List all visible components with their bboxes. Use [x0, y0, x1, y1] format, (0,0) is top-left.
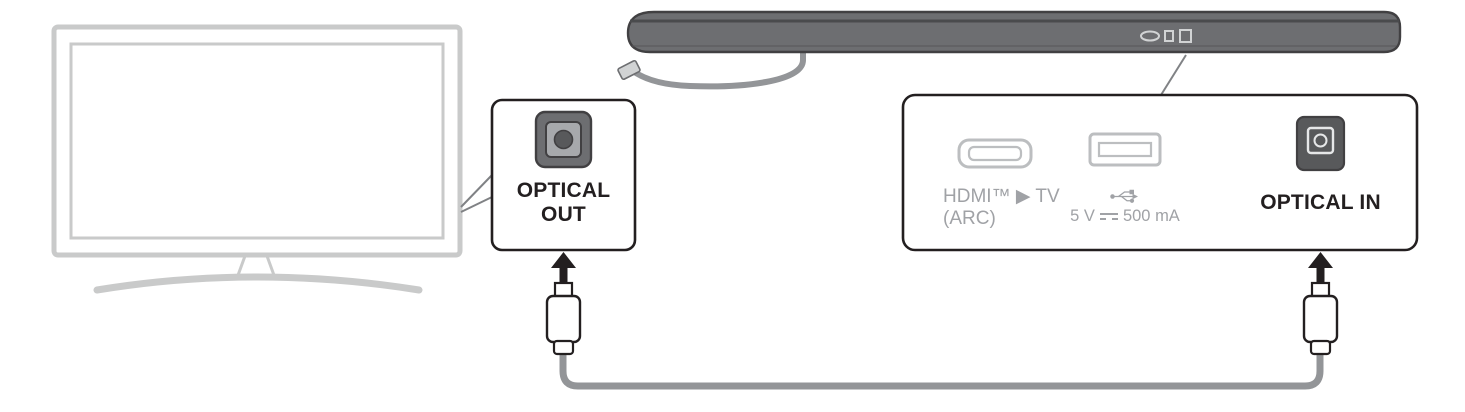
hdmi-port-icon [957, 138, 1033, 169]
optical-cable-plug-left [545, 281, 582, 356]
tv-to-optical-out-leader [460, 174, 493, 213]
usb-port-icon [1088, 132, 1162, 167]
optical-out-box [490, 98, 637, 252]
optical-in-port-icon [1295, 115, 1346, 172]
soundbar [626, 10, 1402, 54]
power-cable [630, 41, 806, 90]
soundbar-rear-ports [1140, 29, 1192, 43]
arrow-up-right-icon [1308, 252, 1333, 282]
usb-trident-icon [1110, 189, 1138, 203]
soundbar-optical-port-icon [1179, 29, 1192, 43]
power-plug [617, 60, 641, 80]
hdmi-label-line1: HDMI™ ▶ TV [943, 186, 1060, 207]
hdmi-port-label: HDMI™ ▶ TV (ARC) [943, 186, 1083, 230]
rear-panel-callout [901, 93, 1419, 252]
soundbar-hdmi-port-icon [1140, 30, 1160, 42]
optical-out-label-line2: OUT [541, 203, 586, 226]
tv-screen [69, 42, 445, 240]
usb-port-label: 5 V 500 mA [1058, 189, 1192, 226]
tv-stand-base [93, 273, 423, 294]
optical-in-label: OPTICAL IN [1260, 191, 1381, 214]
soundbar-usb-port-icon [1164, 30, 1174, 42]
arrow-up-left-icon [551, 252, 576, 282]
hdmi-label-line2: (ARC) [943, 208, 996, 229]
usb-rating-suffix: 500 mA [1122, 207, 1180, 225]
usb-rating-prefix: 5 V [1070, 207, 1095, 225]
dc-symbol-icon [1099, 211, 1118, 222]
tv [51, 24, 463, 294]
optical-cable [559, 350, 1324, 390]
optical-out-label-line1: OPTICAL [516, 179, 611, 202]
optical-out-label: OPTICAL OUT [492, 179, 635, 227]
optical-out-callout [490, 98, 637, 252]
soundbar-to-panel-leader [1160, 54, 1187, 96]
usb-rating: 5 V 500 mA [1070, 207, 1180, 226]
optical-cable-plug-right [1302, 281, 1339, 356]
optical-out-port-icon [534, 110, 593, 169]
rear-panel-box [901, 93, 1419, 252]
